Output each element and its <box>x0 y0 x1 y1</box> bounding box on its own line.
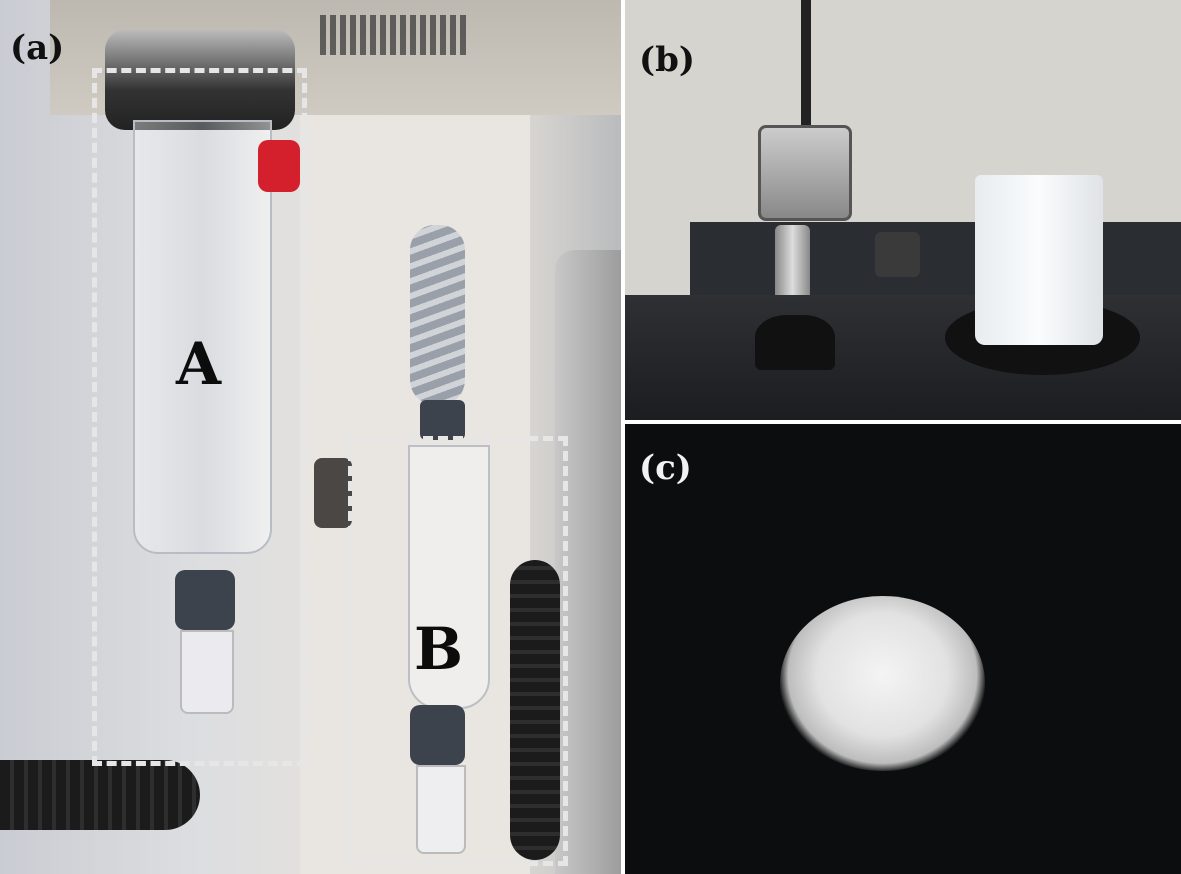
dashed-box-b <box>348 436 568 866</box>
powder-pile <box>780 596 985 771</box>
flex-hose <box>410 225 465 405</box>
red-cap <box>258 140 300 192</box>
panel-label-c: (c) <box>639 448 692 488</box>
beaker <box>975 175 1103 345</box>
sensor-box <box>758 125 852 221</box>
black-hose <box>0 760 200 830</box>
collector-cap-a <box>175 570 235 630</box>
collector-vial-a <box>180 630 234 714</box>
panel-a-photo: (a) A B <box>0 0 621 874</box>
dashed-box-a <box>92 68 307 766</box>
region-label-b: B <box>414 615 464 683</box>
panel-label-a: (a) <box>10 28 65 68</box>
panel-label-b: (b) <box>639 40 695 80</box>
cone-base <box>755 315 835 370</box>
flange <box>105 30 295 130</box>
hose-clamp <box>420 400 465 440</box>
region-label-a: A <box>176 330 222 398</box>
collector-cap-b <box>410 705 465 765</box>
antenna <box>801 0 811 130</box>
cyclone-tube-a <box>133 120 272 554</box>
black-hose-right <box>510 560 560 860</box>
back-strip <box>690 222 1181 297</box>
panel-c-photo: (c) <box>625 424 1181 874</box>
connector <box>314 458 352 528</box>
panel-b-photo: (b) <box>625 0 1181 420</box>
small-pump <box>875 232 920 277</box>
collector-vial-b <box>416 765 466 854</box>
vent <box>320 15 470 55</box>
